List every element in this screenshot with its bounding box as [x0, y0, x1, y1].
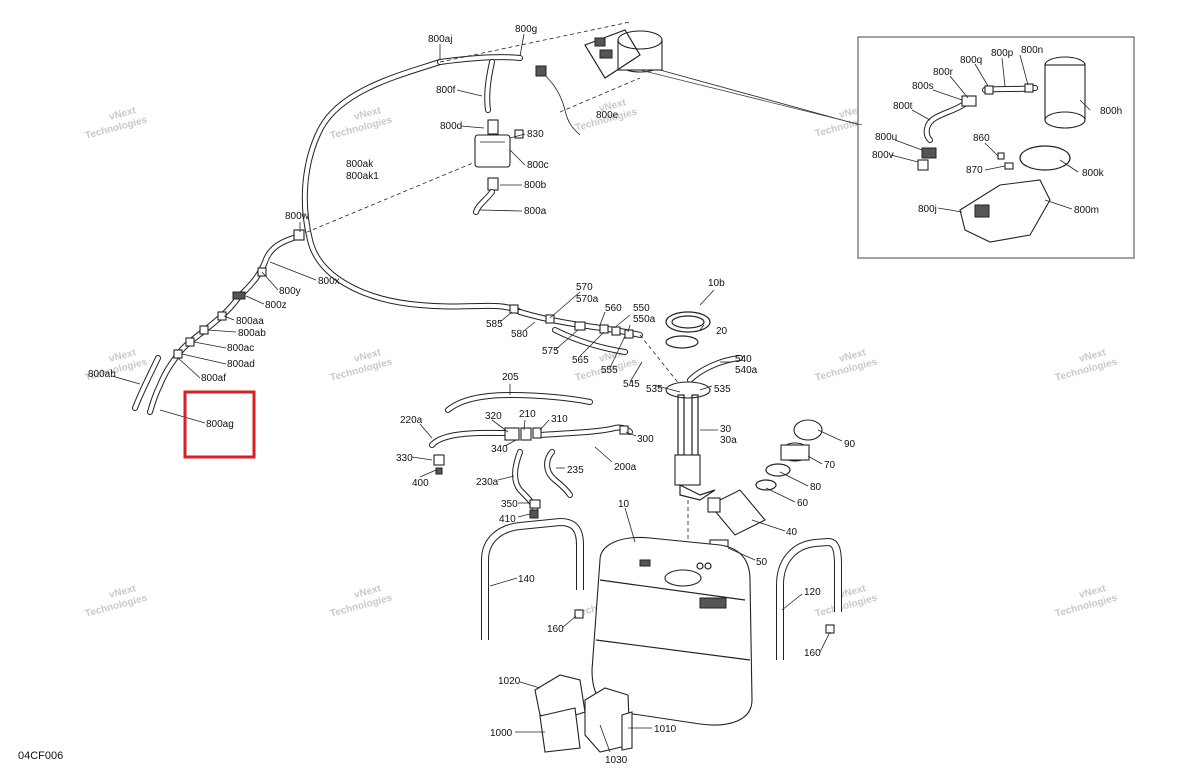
guard-plates: [534, 674, 633, 753]
vent-hose-routing: [132, 21, 861, 415]
inset-callout-label[interactable]: 800m: [1074, 205, 1099, 216]
callout-label[interactable]: 50: [756, 557, 768, 568]
callout-label[interactable]: 570: [576, 282, 593, 293]
callout-label[interactable]: 800g: [515, 24, 537, 35]
inset-callout-label[interactable]: 800t: [893, 101, 913, 112]
callout-label[interactable]: 1020: [498, 676, 521, 687]
callout-label[interactable]: 340: [491, 444, 508, 455]
callout-label[interactable]: 10: [618, 499, 630, 510]
callout-labels: 800aj 800g 800f 800d 830 800c 800b 800a …: [88, 24, 1122, 766]
callout-label[interactable]: 575: [542, 346, 559, 357]
inset-callout-label[interactable]: 800q: [960, 55, 982, 66]
callout-label[interactable]: 235: [567, 465, 584, 476]
callout-label[interactable]: 10b: [708, 278, 725, 289]
callout-label[interactable]: 800a: [524, 206, 547, 217]
callout-label[interactable]: 330: [396, 453, 413, 464]
inset-callout-label[interactable]: 800n: [1021, 45, 1043, 56]
callout-label[interactable]: 535: [714, 384, 731, 395]
callout-label[interactable]: 1000: [490, 728, 513, 739]
tank-straps: [481, 517, 842, 660]
evap-canister-assembly: [473, 29, 663, 215]
callout-label[interactable]: 800z: [265, 300, 287, 311]
callout-label[interactable]: 535: [646, 384, 663, 395]
callout-label[interactable]: 560: [605, 303, 622, 314]
callout-label[interactable]: 800af: [201, 373, 226, 384]
callout-label[interactable]: 800f: [436, 85, 456, 96]
callout-label[interactable]: 1030: [605, 755, 628, 766]
callout-label[interactable]: 570a: [576, 294, 599, 305]
callout-label[interactable]: 220a: [400, 415, 423, 426]
callout-label[interactable]: 20: [716, 326, 728, 337]
inset-callout-label[interactable]: 800r: [933, 67, 954, 78]
inset-callout-label[interactable]: 800u: [875, 132, 897, 143]
fuel-tank: [591, 536, 753, 726]
callout-label[interactable]: 80: [810, 482, 822, 493]
callout-label[interactable]: 585: [486, 319, 503, 330]
callout-label[interactable]: 580: [511, 329, 528, 340]
fuel-pump-module: [665, 381, 716, 550]
callout-label[interactable]: 800aj: [428, 34, 452, 45]
callout-label[interactable]: 1010: [654, 724, 677, 735]
callout-label[interactable]: 30a: [720, 435, 737, 446]
fuel-line-group: [429, 391, 633, 519]
inset-callout-label[interactable]: 800j: [918, 204, 937, 215]
callout-label[interactable]: 160: [547, 624, 564, 635]
callout-label[interactable]: 800c: [527, 160, 549, 171]
callout-label[interactable]: 800y: [279, 286, 301, 297]
diagram-code: 04CF006: [18, 750, 64, 762]
callout-label-highlighted[interactable]: 800ag: [206, 419, 234, 430]
callout-label[interactable]: 200a: [614, 462, 637, 473]
inset-callout-label[interactable]: 800s: [912, 81, 934, 92]
callout-label[interactable]: 300: [637, 434, 654, 445]
callout-label[interactable]: 800ak: [346, 159, 374, 170]
inset-callout-label[interactable]: 800k: [1082, 168, 1105, 179]
callout-label[interactable]: 160: [804, 648, 821, 659]
callout-label[interactable]: 800ab: [238, 328, 266, 339]
callout-label[interactable]: 120: [804, 587, 821, 598]
callout-label[interactable]: 800ak1: [346, 171, 379, 182]
callout-label[interactable]: 550a: [633, 314, 656, 325]
callout-label[interactable]: 800e: [596, 110, 619, 121]
leader-lines: [111, 33, 1091, 753]
callout-label[interactable]: 40: [786, 527, 798, 538]
callout-label[interactable]: 830: [527, 129, 544, 140]
callout-label[interactable]: 410: [499, 514, 516, 525]
callout-label[interactable]: 30: [720, 424, 732, 435]
callout-label[interactable]: 555: [601, 365, 618, 376]
inset-callout-label[interactable]: 860: [973, 133, 990, 144]
callout-label[interactable]: 550: [633, 303, 650, 314]
callout-label[interactable]: 800d: [440, 121, 462, 132]
callout-label[interactable]: 540a: [735, 365, 758, 376]
callout-label[interactable]: 70: [824, 460, 836, 471]
callout-label[interactable]: 60: [797, 498, 809, 509]
callout-label[interactable]: 210: [519, 409, 536, 420]
callout-label[interactable]: 800b: [524, 180, 547, 191]
inset-canister-detail: [917, 56, 1086, 243]
callout-label[interactable]: 320: [485, 411, 502, 422]
callout-label[interactable]: 230a: [476, 477, 499, 488]
rollover-valve-group: [509, 304, 743, 386]
callout-label[interactable]: 205: [502, 372, 519, 383]
inset-callout-label[interactable]: 800p: [991, 48, 1014, 59]
callout-label[interactable]: 565: [572, 355, 589, 366]
inset-callout-label[interactable]: 870: [966, 165, 983, 176]
callout-label[interactable]: 310: [551, 414, 568, 425]
callout-label[interactable]: 350: [501, 499, 518, 510]
callout-label[interactable]: 140: [518, 574, 535, 585]
callout-label[interactable]: 400: [412, 478, 429, 489]
inset-callout-label[interactable]: 800v: [872, 150, 894, 161]
callout-label[interactable]: 540: [735, 354, 752, 365]
callout-label[interactable]: 545: [623, 379, 640, 390]
callout-label[interactable]: 90: [844, 439, 856, 450]
callout-label[interactable]: 800ad: [227, 359, 255, 370]
callout-label[interactable]: 800w: [285, 211, 310, 222]
callout-label[interactable]: 800x: [318, 276, 340, 287]
callout-label[interactable]: 800ac: [227, 343, 254, 354]
highlight-box: [183, 390, 256, 459]
callout-label[interactable]: 800aa: [236, 316, 264, 327]
inset-callout-label[interactable]: 800h: [1100, 106, 1122, 117]
callout-label[interactable]: 800ah: [88, 369, 116, 380]
